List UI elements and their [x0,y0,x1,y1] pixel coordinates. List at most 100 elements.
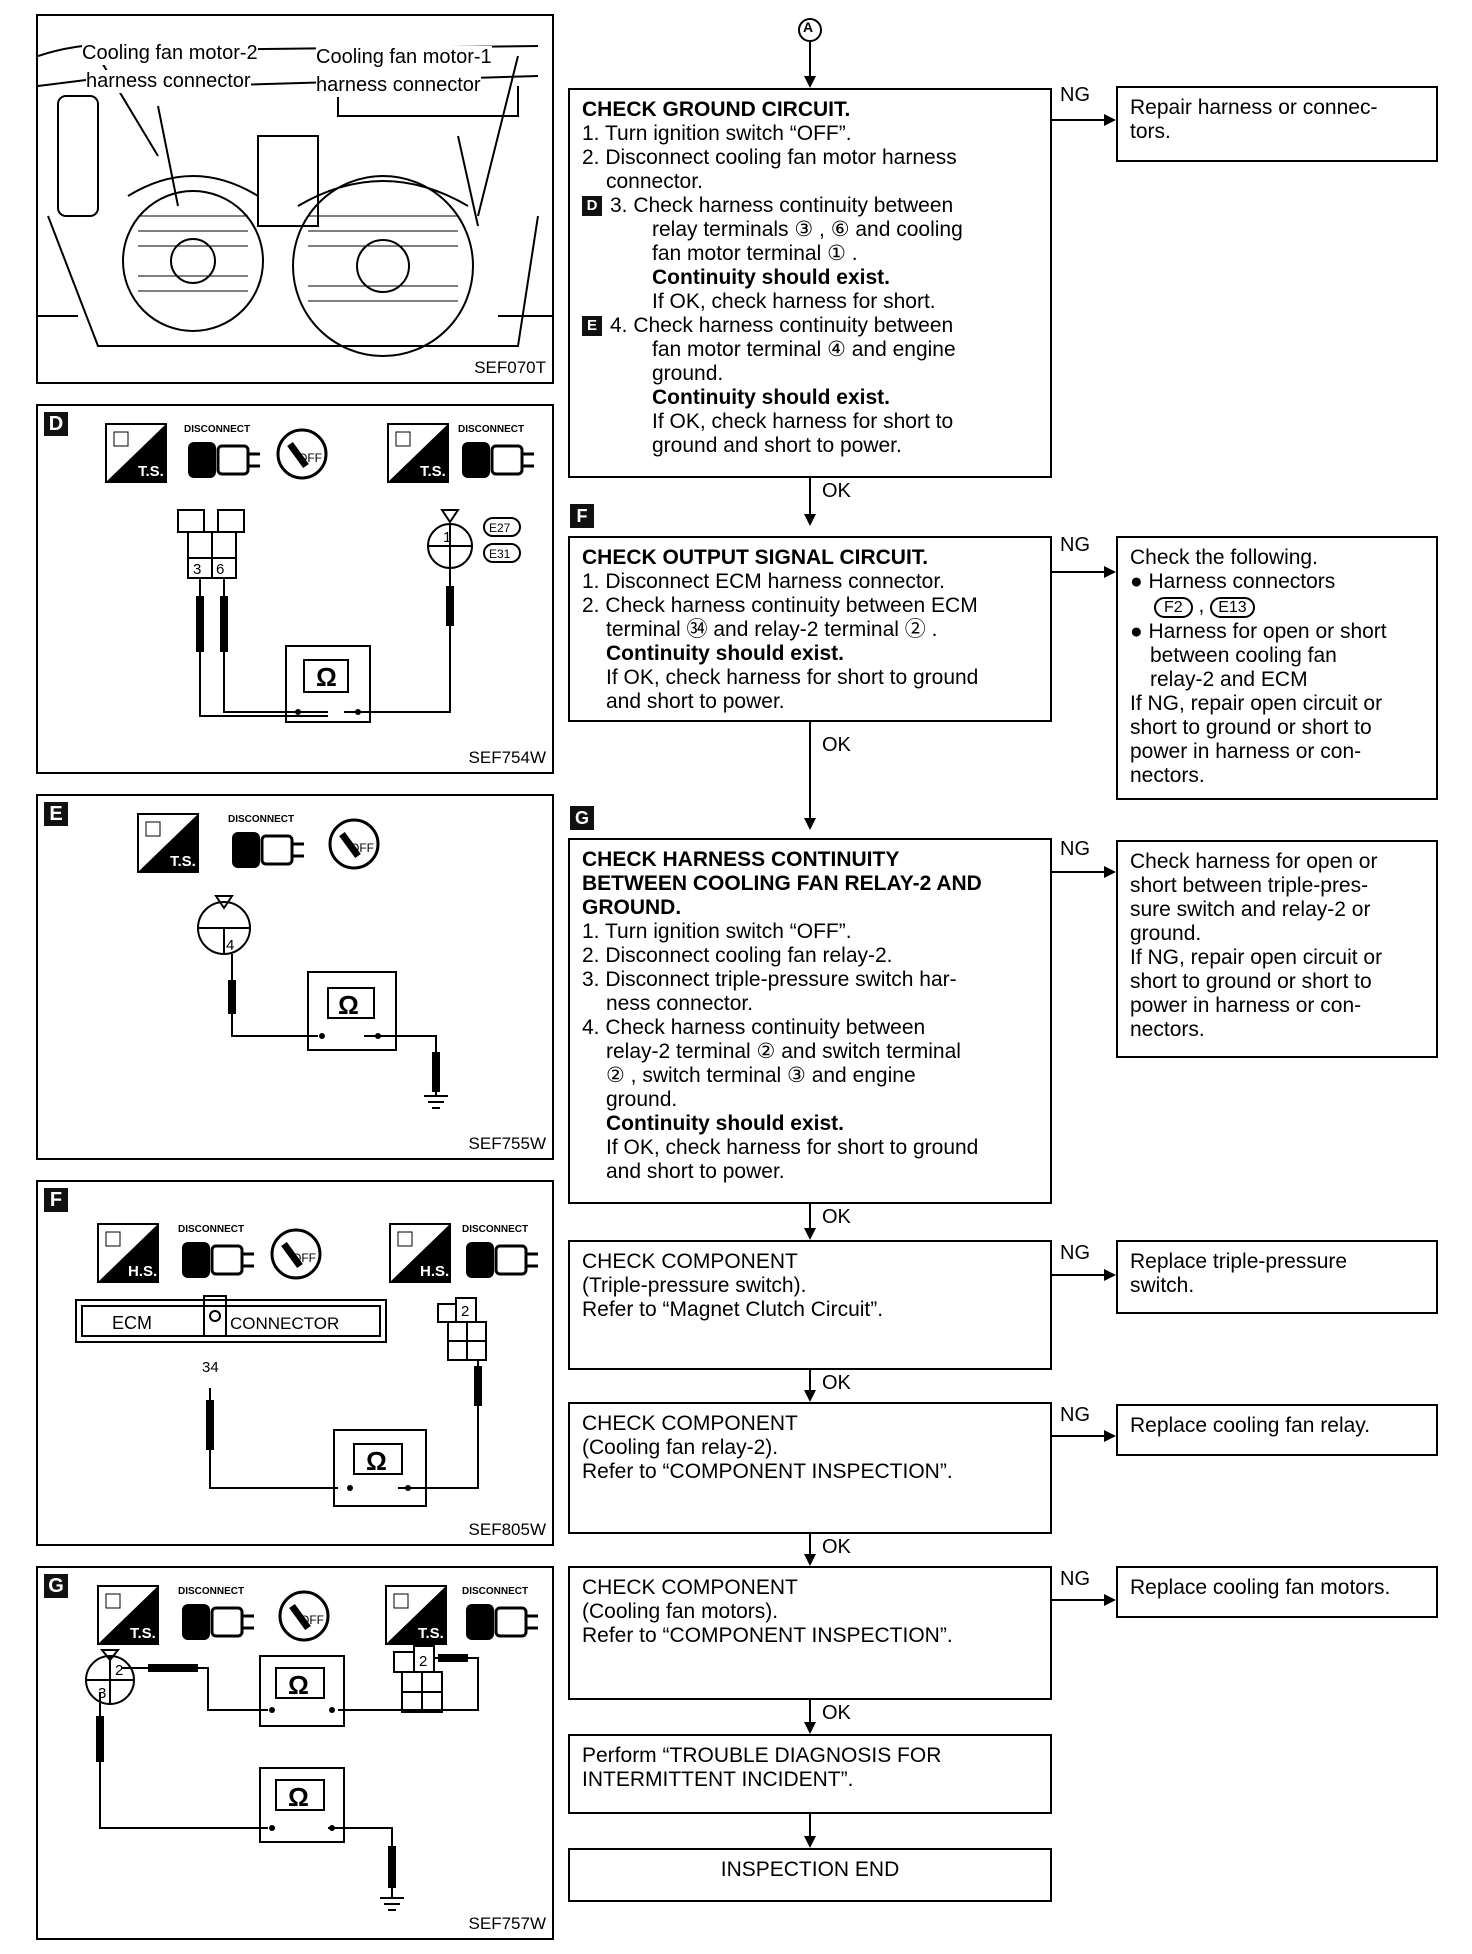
connector-label: CONNECTOR [230,1314,339,1333]
step-4-f: ground and short to power. [652,434,902,457]
step-1: 1. Turn ignition switch “OFF”. [582,122,852,145]
key-off-icon: OFF [270,1228,322,1280]
ok-label-2: OK [822,734,851,756]
key-off-icon: OFF [328,818,380,870]
ecm-label: ECM [112,1313,152,1333]
ok-label-1: OK [822,480,851,502]
svg-text:DISCONNECT: DISCONNECT [458,424,524,435]
relay-pin-2: 2 [461,1303,469,1320]
panel-code: SEF805W [468,1520,546,1539]
svg-text:T.S.: T.S. [420,463,446,480]
motor2-label: Cooling fan motor-2 [82,42,258,65]
inspection-end-box: INSPECTION END [568,1848,1052,1902]
panel-f: F H.S. DISCONNECT OFF H.S. DISCONNECT [36,1180,554,1546]
svg-text:DISCONNECT: DISCONNECT [228,814,294,825]
ts-icon: T.S. [105,423,167,483]
switch-pin-2: 2 [115,1662,123,1679]
svg-text:OFF: OFF [298,451,322,465]
svg-text:T.S.: T.S. [170,853,196,870]
check-ground-circuit-box: CHECK GROUND CIRCUIT. 1. Turn ignition s… [568,88,1052,478]
panel-letter: G [44,1574,68,1598]
connector-f2: F2 [1154,597,1193,618]
svg-text:T.S.: T.S. [418,1625,444,1642]
ts-icon-2: T.S. [385,1585,447,1645]
check-triple-pressure-box: CHECK COMPONENT (Triple-pressure switch)… [568,1240,1052,1370]
panel-code: SEF755W [468,1134,546,1153]
step-3-d: Continuity should exist. [652,266,891,289]
panel-d: D T.S. DISCONNECT OFF T.S. DIS [36,404,554,774]
ng-label-5: NG [1060,1404,1090,1426]
ok-label-3: OK [822,1206,851,1228]
svg-text:DISCONNECT: DISCONNECT [178,1224,244,1235]
motor-pin-1: 1 [443,529,451,546]
step-2-cont: connector. [606,170,703,193]
motor-pin-4: 4 [226,937,234,954]
panel-g: G T.S. DISCONNECT OFF T.S. DISCONNECT [36,1566,554,1940]
box-title: CHECK GROUND CIRCUIT. [582,98,851,121]
check-harness-open-short-box: Check harness for open or short between … [1116,840,1438,1058]
panel-code: SEF754W [468,748,546,767]
replace-fan-relay-box: Replace cooling fan relay. [1116,1404,1438,1456]
check-fan-motors-box: CHECK COMPONENT (Cooling fan motors). Re… [568,1566,1052,1700]
ohm-symbol: Ω [288,1670,309,1700]
ng-label-3: NG [1060,838,1090,860]
disconnect-icon-2: DISCONNECT [458,424,534,478]
svg-text:H.S.: H.S. [128,1263,157,1280]
panel-code: SEF757W [468,1914,546,1933]
panel-ref-f: F [570,504,594,528]
svg-text:OFF: OFF [292,1251,316,1265]
panel-d-diagram: T.S. DISCONNECT OFF T.S. DISCONNECT [105,423,534,723]
ohm-symbol: Ω [316,662,337,692]
ng-label-4: NG [1060,1242,1090,1264]
ohm-symbol-2: Ω [288,1782,309,1812]
conn-e31: E31 [489,547,511,561]
panel-f-diagram: H.S. DISCONNECT OFF H.S. DISCONNECT [75,1223,538,1507]
marker-a: A [803,19,814,35]
ng-label-1: NG [1060,84,1090,106]
motor2-label-b: harness connector [86,70,251,93]
ohm-symbol: Ω [338,990,359,1020]
step-3-e: If OK, check harness for short. [652,290,936,313]
ok-label-5: OK [822,1536,851,1558]
ts-icon: T.S. [137,813,199,873]
connector-e13: E13 [1210,597,1255,618]
ts-icon: T.S. [97,1585,159,1645]
hs-icon-2: H.S. [389,1223,451,1283]
svg-text:OFF: OFF [300,1613,324,1627]
motor1-label: Cooling fan motor-1 [316,46,492,69]
step-4-d: Continuity should exist. [652,386,891,409]
panel-ref-d: D [582,196,602,217]
engine-bay-illustration [38,43,552,357]
svg-text:T.S.: T.S. [138,463,164,480]
panel-ref-g: G [570,806,594,830]
check-output-signal-box: CHECK OUTPUT SIGNAL CIRCUIT. 1. Disconne… [568,536,1052,722]
step-3-b: relay terminals ③ , ⑥ and cooling [652,218,963,241]
check-following-box: Check the following. ● Harness connector… [1116,536,1438,800]
intermittent-incident-box: Perform “TROUBLE DIAGNOSIS FOR INTERMITT… [568,1734,1052,1814]
panel-code: SEF070T [474,358,546,377]
ok-label-4: OK [822,1372,851,1394]
panel-letter: E [44,802,68,826]
ts-icon-2: T.S. [387,423,449,483]
key-off-icon: OFF [278,1590,330,1642]
relay-pin-2: 2 [419,1653,427,1670]
step-4-c: ground. [652,362,724,385]
disconnect-icon-2: DISCONNECT [462,1224,538,1278]
svg-text:T.S.: T.S. [130,1625,156,1642]
switch-pin-3: 3 [98,1685,106,1702]
relay-pin-3: 3 [193,561,201,578]
svg-text:DISCONNECT: DISCONNECT [462,1586,528,1597]
svg-text:OFF: OFF [350,841,374,855]
disconnect-icon: DISCONNECT [178,1586,254,1640]
photo-panel: Cooling fan motor-2 harness connector Co… [36,14,554,384]
ng-label-6: NG [1060,1568,1090,1590]
step-4-b: fan motor terminal ④ and engine [652,338,956,361]
svg-text:DISCONNECT: DISCONNECT [462,1224,528,1235]
panel-g-diagram: T.S. DISCONNECT OFF T.S. DISCONNECT [85,1585,538,1911]
key-off-icon: OFF [276,428,328,480]
panel-e: E T.S. DISCONNECT OFF [36,794,554,1160]
ecm-pin-34: 34 [202,1359,219,1376]
motor1-label-b: harness connector [316,74,481,97]
conn-e27: E27 [489,521,511,535]
